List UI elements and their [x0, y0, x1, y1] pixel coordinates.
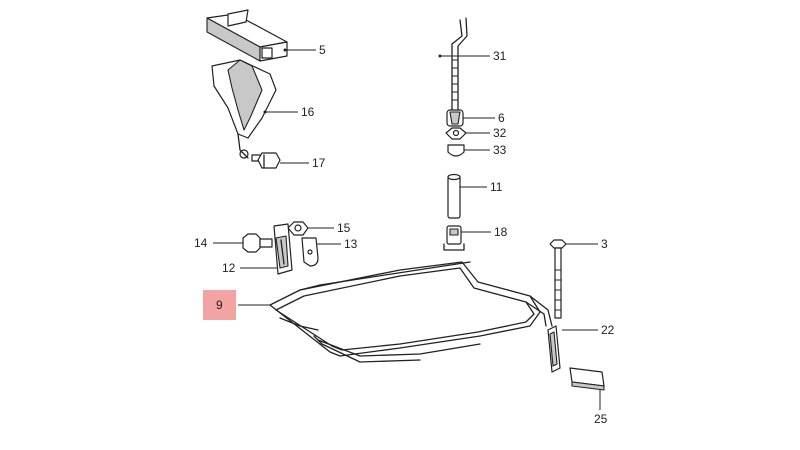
part-13-retainer [301, 237, 319, 267]
callout-12: 12 [222, 261, 236, 275]
part-33-cap [447, 144, 465, 157]
part-5-bracket [206, 9, 288, 62]
part-25-pad [569, 367, 605, 391]
part-15-nut [287, 221, 309, 236]
callout-25: 25 [594, 412, 608, 426]
part-31-rod [451, 17, 468, 111]
part-32-nut [445, 127, 467, 140]
part-16-hanger [211, 59, 277, 159]
part-3-long-bolt [549, 239, 567, 319]
part-22-strip [547, 325, 561, 373]
callout-33: 33 [493, 143, 507, 157]
callout-18: 18 [494, 225, 508, 239]
part-6-sleeve [446, 109, 464, 127]
callout-32: 32 [493, 126, 507, 140]
part-18-clip [443, 225, 465, 251]
callout-11: 11 [490, 180, 503, 194]
callout-31: 31 [493, 49, 507, 63]
callout-22: 22 [601, 323, 615, 337]
callout-6: 6 [498, 111, 505, 125]
part-17-bolt [251, 152, 281, 169]
callout-16: 16 [301, 105, 315, 119]
callout-5: 5 [319, 43, 326, 57]
callout-9: 9 [216, 298, 223, 312]
part-11-tube [447, 173, 461, 219]
part-14-bolt [242, 233, 273, 253]
callout-17: 17 [312, 156, 326, 170]
callout-14: 14 [194, 236, 208, 250]
part-9-wire-frame [269, 261, 553, 363]
callout-9-highlight [203, 290, 236, 320]
callout-15: 15 [337, 221, 351, 235]
callout-3: 3 [601, 237, 608, 251]
callout-13: 13 [344, 237, 358, 251]
part-12-clamp [273, 223, 293, 275]
